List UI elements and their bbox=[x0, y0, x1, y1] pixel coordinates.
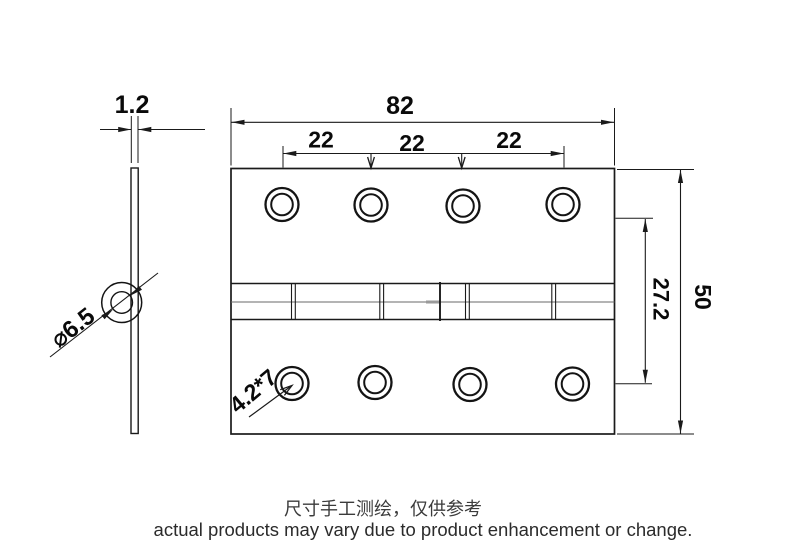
screw-hole bbox=[274, 365, 310, 402]
hole-spacing-label-2: 22 bbox=[399, 130, 425, 156]
arrow-up-icon bbox=[677, 170, 684, 183]
disclaimer-zh: 尺寸手工测绘，仅供参考 bbox=[284, 499, 482, 519]
width-dim-label: 82 bbox=[386, 92, 414, 120]
height-dim-label: 50 bbox=[690, 284, 716, 310]
hole-inner bbox=[359, 193, 383, 217]
hole-outer bbox=[353, 187, 389, 223]
screw-hole bbox=[452, 366, 488, 403]
hole-outer bbox=[274, 365, 310, 402]
hole-outer bbox=[445, 188, 481, 224]
screw-hole bbox=[445, 188, 481, 224]
hole-inner bbox=[551, 192, 575, 217]
arrow-left-icon bbox=[231, 119, 245, 125]
hole-outer bbox=[554, 366, 591, 402]
knuckle-joints bbox=[290, 282, 557, 321]
arrow-right-icon bbox=[601, 119, 614, 125]
hole-outer bbox=[357, 364, 393, 401]
leader-line bbox=[248, 386, 291, 418]
screw-hole bbox=[554, 366, 591, 402]
pin-barrel-outer-circle bbox=[100, 281, 143, 324]
hole-spacing-label-3: 22 bbox=[496, 127, 522, 153]
disclaimer-en: actual products may vary due to product … bbox=[154, 519, 693, 540]
arrow-up-right-icon bbox=[101, 309, 114, 320]
hole-outer bbox=[264, 186, 300, 223]
hole-inner bbox=[280, 371, 304, 396]
arrow-up-right-icon bbox=[279, 384, 294, 396]
screw-holes-bottom-row bbox=[274, 364, 591, 403]
arrow-down-icon bbox=[457, 156, 466, 171]
hole-inner bbox=[270, 192, 294, 217]
hole-outer bbox=[452, 366, 488, 403]
pin-barrel-inner-circle bbox=[110, 291, 134, 315]
hole-outer bbox=[545, 186, 581, 223]
footer-note: 尺寸手工测绘，仅供参考 actual products may vary due… bbox=[154, 499, 693, 540]
hole-spacing-label-1: 22 bbox=[308, 127, 334, 153]
hole-rows-dimension: 27.2 bbox=[615, 217, 674, 385]
pin-diameter-label: ⌀6.5 bbox=[46, 303, 100, 354]
hinge-plate-outline bbox=[230, 167, 616, 435]
hole-rows-dim-label: 27.2 bbox=[649, 278, 674, 321]
height-dimension: 50 bbox=[617, 169, 716, 435]
hole-spacing-dimension: 22 22 22 bbox=[282, 127, 565, 171]
screw-holes-top-row bbox=[264, 186, 581, 224]
hole-inner bbox=[560, 372, 585, 396]
arrow-right-icon bbox=[118, 126, 132, 133]
arrow-down-icon bbox=[677, 420, 684, 434]
arrow-up-icon bbox=[642, 219, 648, 232]
side-view-leaf bbox=[130, 167, 139, 435]
hole-inner bbox=[363, 370, 387, 395]
screw-hole bbox=[357, 364, 393, 401]
front-view: 82 22 22 22 50 bbox=[224, 92, 716, 435]
arrow-down-left-icon bbox=[130, 285, 142, 296]
arrow-left-icon bbox=[138, 126, 152, 133]
side-view: 1.2 ⌀6.5 bbox=[46, 91, 205, 435]
screw-hole-label: 4.2*7 bbox=[224, 364, 282, 418]
screw-hole bbox=[545, 186, 581, 223]
arrow-right-icon bbox=[550, 150, 564, 157]
screw-hole bbox=[353, 187, 389, 223]
hole-inner bbox=[451, 194, 475, 218]
arrow-down-icon bbox=[642, 369, 648, 383]
thickness-dim-label: 1.2 bbox=[115, 91, 150, 119]
screw-hole bbox=[264, 186, 300, 223]
arrow-left-icon bbox=[283, 150, 297, 157]
arrow-down-icon bbox=[366, 156, 376, 171]
width-dimension: 82 bbox=[230, 92, 615, 166]
hole-inner bbox=[458, 372, 482, 397]
